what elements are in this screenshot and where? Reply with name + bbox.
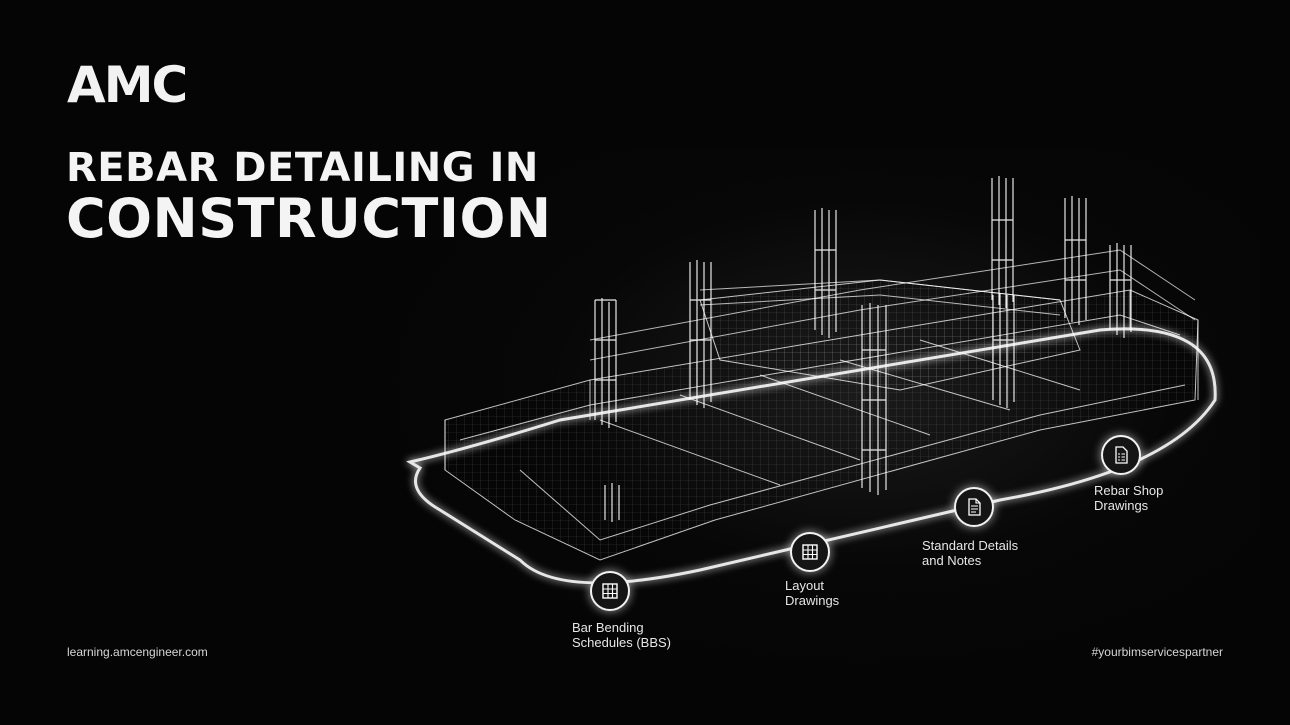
milestone-label-bbs: Bar Bending Schedules (BBS) bbox=[572, 620, 671, 650]
title-line-2: CONSTRUCTION bbox=[66, 187, 552, 250]
title-line-1: REBAR DETAILING IN bbox=[66, 145, 539, 191]
milestone-marker-layout[interactable] bbox=[790, 532, 830, 572]
milestone-marker-shop-drawings[interactable] bbox=[1101, 435, 1141, 475]
hashtag: #yourbimservicespartner bbox=[1091, 645, 1223, 659]
document-list-icon bbox=[1115, 446, 1128, 464]
milestone-marker-standard-details[interactable] bbox=[954, 487, 994, 527]
milestone-label-standard-details: Standard Details and Notes bbox=[922, 538, 1019, 568]
table-grid-icon bbox=[802, 544, 818, 560]
amc-logo: AMC bbox=[67, 56, 188, 114]
page-title: REBAR DETAILING IN CONSTRUCTION bbox=[66, 148, 552, 246]
milestone-marker-bbs[interactable] bbox=[590, 571, 630, 611]
document-icon bbox=[968, 498, 981, 516]
rebar-beams bbox=[589, 249, 1196, 361]
website-url[interactable]: learning.amcengineer.com bbox=[67, 645, 208, 659]
table-grid-icon bbox=[602, 583, 618, 599]
milestone-label-shop-drawings: Rebar Shop Drawings bbox=[1094, 483, 1164, 513]
milestone-label-layout: Layout Drawings bbox=[785, 578, 840, 608]
slab-wireframe bbox=[444, 279, 1199, 561]
